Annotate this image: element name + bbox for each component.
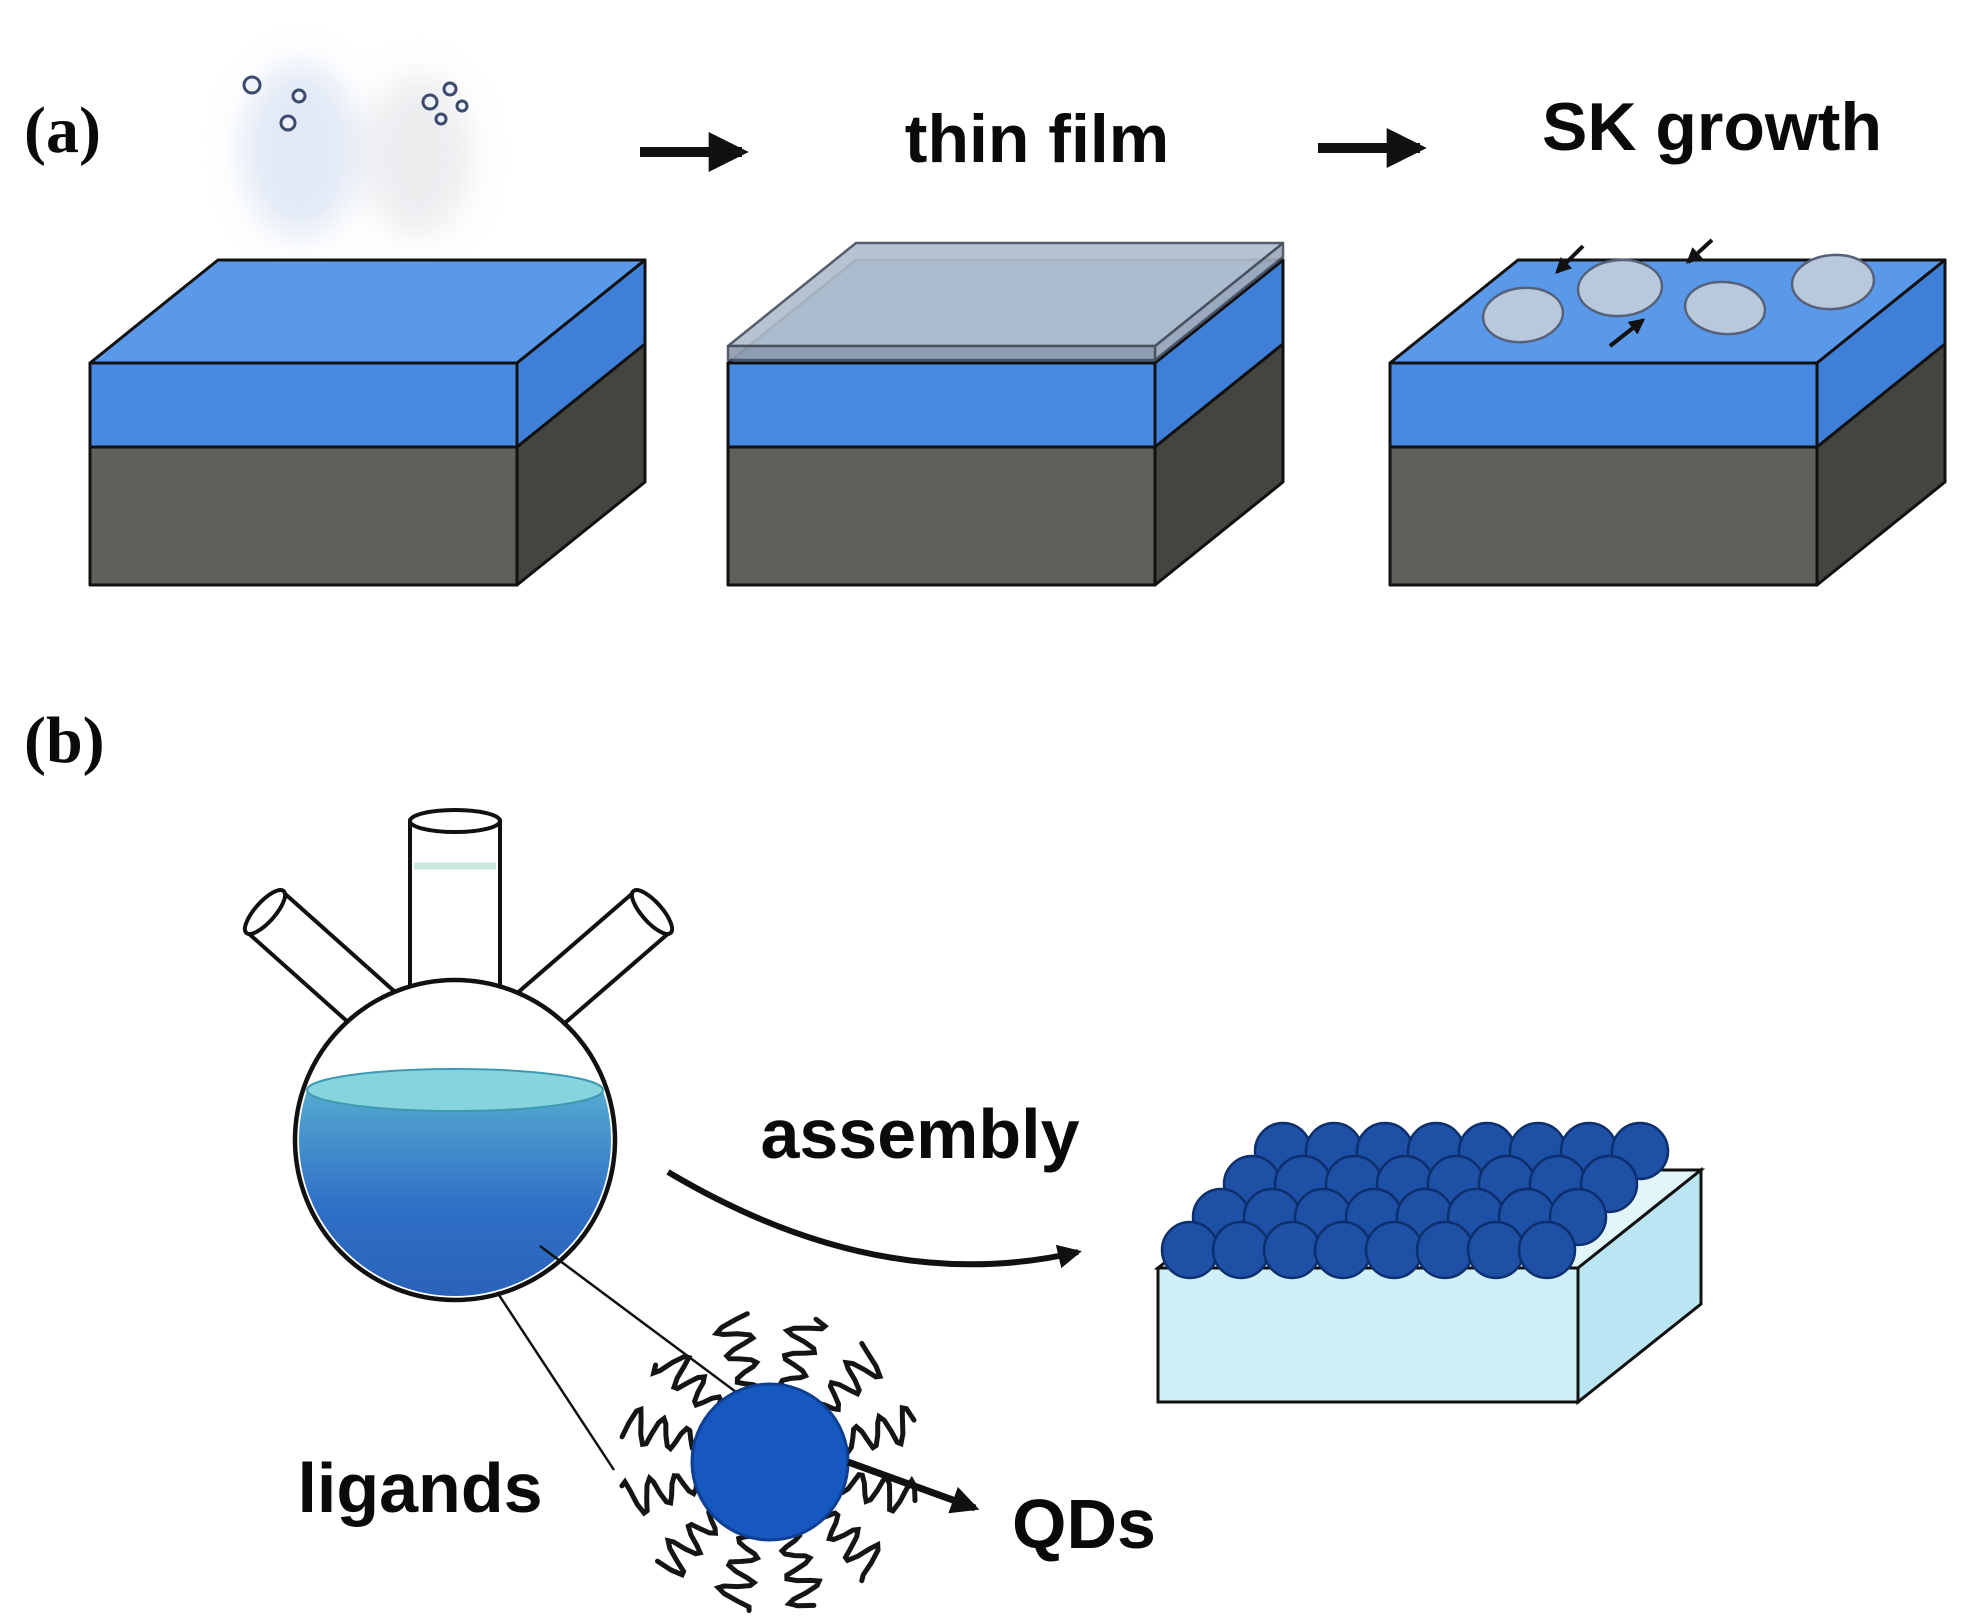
qd-ligand-shell [619,1311,918,1613]
panel-b-label: (b) [24,704,105,777]
qd-sphere [1415,1220,1475,1280]
qd-sphere [1313,1220,1373,1280]
vapor-haze [240,62,473,238]
qds-arrow [846,1458,980,1514]
assembly-label: assembly [760,1095,1079,1173]
qds-label: QDs [1012,1485,1156,1563]
flask-center-opening [408,808,502,834]
liquid-surface [306,1068,604,1112]
thin-film-layer [726,241,1285,362]
ligand-squiggle [619,1405,702,1456]
substrate-box-deposition [88,258,647,587]
flask-right-neck-opening [629,888,675,936]
magnifier-lines [495,1244,737,1471]
ligand-squiggle [713,1530,763,1613]
qd-sphere [1160,1220,1220,1280]
sk-growth-label: SK growth [1542,89,1882,165]
ligand-squiggle [811,1340,884,1413]
ligand-squiggle [655,1505,719,1578]
assembled-qd-film [1153,1121,1706,1406]
qd-sphere [1262,1220,1322,1280]
qd-sphere [1517,1220,1577,1280]
ligand-squiggle [811,1510,881,1584]
ligand-squiggle [650,1353,724,1418]
quantum-dot [619,1311,918,1613]
sk-islands [1481,253,1876,344]
ligands-label: ligands [297,1449,542,1527]
qd-core [690,1382,850,1542]
ligand-squiggle [837,1472,918,1514]
qd-sphere [1364,1220,1424,1280]
ligand-squiggle [836,1404,917,1456]
substrate-box-sk-growth [1388,258,1947,587]
ligand-squiggle [778,1528,823,1609]
island-migration-arrows [1555,238,1714,348]
substrate-box-thin-film [726,241,1285,587]
qd-sphere [1211,1220,1271,1280]
flask-liquid [299,1090,611,1296]
qd-sphere [1466,1220,1526,1280]
ligand-squiggle [711,1311,763,1394]
thin-film-label: thin film [905,101,1169,177]
ligand-squiggle [619,1471,702,1517]
flask-left-neck-opening [242,888,288,936]
qd-sphere-array [1160,1121,1670,1280]
panel-a-label: (a) [24,94,101,167]
vapor-particles [242,75,469,132]
assembly-arrow [666,1169,1082,1269]
three-neck-flask [242,808,675,1303]
ligand-squiggle [777,1316,829,1396]
